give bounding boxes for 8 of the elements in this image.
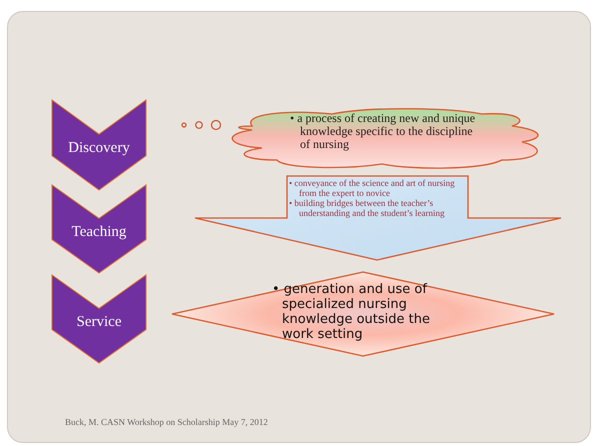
stage-label: Service [76,314,122,331]
stage-label: Teaching [70,224,128,241]
bullet-text: • a process of creating new and unique knowledge specific to the discipline of nursing [290,112,476,151]
stage-label: Discovery [67,140,131,157]
bullet-text: • conveyance of the science and art of nursing from the expert to novice [289,178,456,198]
citation-footer: Buck, M. CASN Workshop on Scholarship May 7, 2012 [65,417,268,427]
bullet-text: • generation and use of specialized nursing knowledge outside the work setting [272,282,431,342]
bullet-text: • building bridges between the teacher’s understanding and the student’s learning [289,198,446,218]
